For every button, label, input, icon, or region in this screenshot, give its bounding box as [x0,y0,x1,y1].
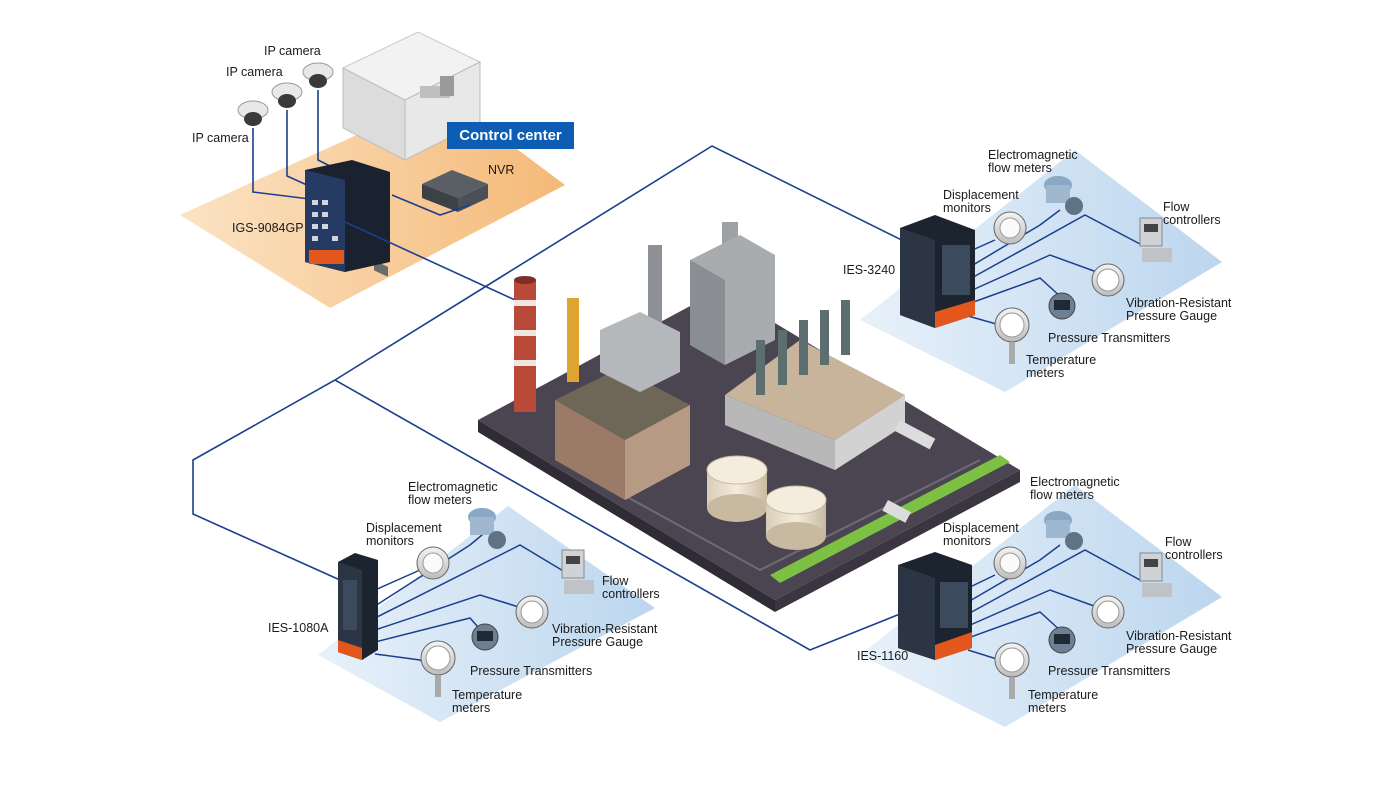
igs-9084gp-switch-device [305,160,390,272]
cluster-ies-3240 [860,150,1222,392]
displacement-monitors-label: Displacement monitors [943,521,1019,548]
flow-controllers-label: Flow controllers [1163,200,1221,227]
temperature-meters-label: Temperature meters [1028,688,1099,715]
flow-controller-icon [1139,552,1172,597]
switch-label-ies-1160: IES-1160 [857,649,909,663]
pressure-transmitters-label: Pressure Transmitters [1048,331,1171,345]
flow-controllers-label: Flow controllers [1165,535,1223,562]
vibration-pressure-gauge-label: Vibration-Resistant Pressure Gauge [552,622,658,649]
displacement-monitors-label: Displacement monitors [943,188,1019,215]
ip-camera-label: IP camera [192,131,249,145]
temperature-meters-label: Temperature meters [452,688,523,715]
ip-camera-icon [271,82,303,108]
temperature-meter-icon [994,307,1030,364]
backbone-network-lines [192,145,943,651]
ip-camera-icon [302,62,334,88]
flow-controllers-label: Flow controllers [602,574,660,601]
temperature-meter-icon [420,640,456,697]
electromagnetic-flow-meter-icon [1044,176,1083,215]
pressure-transmitter-icon [1048,292,1076,320]
em-flow-meters-label: Electromagnetic flow meters [1030,475,1120,502]
temperature-meters-label: Temperature meters [1026,353,1097,380]
igs-9084gp-label: IGS-9084GP [232,221,304,235]
vibration-pressure-gauge-icon [1091,263,1125,297]
ip-camera-icon [237,100,269,126]
vibration-pressure-gauge-label: Vibration-Resistant Pressure Gauge [1126,296,1232,323]
flow-controller-icon [1139,217,1172,262]
ies-3240-switch-device [900,215,975,328]
nvr-label: NVR [488,163,515,177]
vibration-pressure-gauge-icon [1091,595,1125,629]
em-flow-meters-label: Electromagnetic flow meters [988,148,1078,175]
electromagnetic-flow-meter-icon [468,508,506,549]
ip-camera-label: IP camera [226,65,283,79]
sensor-zone-floor [860,485,1222,727]
ip-camera-label: IP camera [264,44,321,58]
displacement-monitor-icon [416,546,450,580]
ies-1080a-switch-device [338,553,378,660]
pressure-transmitters-label: Pressure Transmitters [470,664,593,678]
pressure-transmitter-icon [471,623,499,651]
displacement-monitor-icon [993,546,1027,580]
ies-1160-switch-device [898,552,972,660]
displacement-monitors-label: Displacement monitors [366,521,442,548]
electromagnetic-flow-meter-icon [1044,511,1083,550]
nvr-device [422,170,488,212]
pressure-transmitters-label: Pressure Transmitters [1048,664,1171,678]
cluster-ies-1080a [318,506,655,722]
vibration-pressure-gauge-icon [515,595,549,629]
em-flow-meters-label: Electromagnetic flow meters [408,480,498,507]
control-room-illustration [341,31,482,277]
control-center-badge: Control center [447,122,574,149]
displacement-monitor-icon [993,211,1027,245]
switch-label-ies-1080a: IES-1080A [268,621,329,635]
switch-label-ies-3240: IES-3240 [843,263,896,277]
temperature-meter-icon [994,642,1030,699]
pressure-transmitter-icon [1048,626,1076,654]
factory-illustration [478,222,1020,612]
flow-controller-icon [561,549,594,594]
vibration-pressure-gauge-label: Vibration-Resistant Pressure Gauge [1126,629,1232,656]
sensor-zone-floor [860,150,1222,392]
cluster-ies-1160 [860,485,1222,727]
